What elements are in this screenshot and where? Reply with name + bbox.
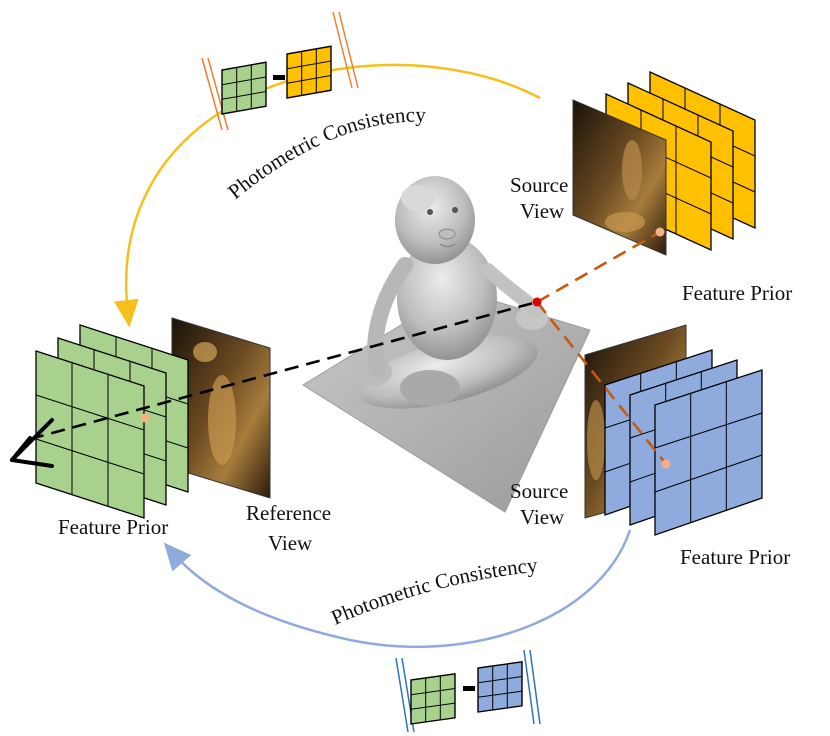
bars-left-top xyxy=(201,57,229,131)
source-view-bottom-label-1: Source xyxy=(510,479,568,503)
source-ray-bottom xyxy=(535,301,668,465)
feature-prior-top-label: Feature Prior xyxy=(682,281,792,305)
reference-view-label-2: View xyxy=(268,531,313,555)
green-patch-bottom xyxy=(410,673,456,725)
camera-frustum-icon xyxy=(10,418,54,468)
src-top-projected-point xyxy=(655,227,665,237)
source-photo-top xyxy=(572,99,667,256)
arc-bottom xyxy=(163,529,632,648)
green-plane-1 xyxy=(35,350,145,519)
source-ray-top xyxy=(536,230,661,304)
surface-point xyxy=(532,297,542,307)
center-figurine xyxy=(302,176,591,513)
bars-right-top xyxy=(332,11,359,89)
src-bottom-projected-point xyxy=(661,459,671,469)
reference-view-label-1: Reference xyxy=(246,501,331,525)
arc-bottom-label: Photometric Consistency xyxy=(328,553,539,630)
arc-bottom-text: Photometric Consistency xyxy=(328,553,539,630)
bars-right-bottom xyxy=(523,649,541,725)
feature-prior-left-label: Feature Prior xyxy=(58,515,168,539)
yellow-patch-top xyxy=(286,45,332,99)
reference-view xyxy=(35,317,271,519)
blue-patch-bottom xyxy=(477,661,523,713)
blue-plane-1 xyxy=(654,369,763,536)
minus-sign-top xyxy=(273,75,285,80)
source-view-top-label-2: View xyxy=(520,199,565,223)
figurine-render xyxy=(352,176,548,409)
source-view-top-label-1: Source xyxy=(510,173,568,197)
ref-projected-point xyxy=(140,413,150,423)
rays xyxy=(29,230,668,465)
source-view-bottom-label-2: View xyxy=(520,505,565,529)
green-patch-top xyxy=(221,61,267,115)
source-view-bottom xyxy=(584,324,763,536)
feature-prior-bottom-label: Feature Prior xyxy=(680,545,790,569)
patch-compare-top xyxy=(201,11,359,131)
reference-photo xyxy=(171,317,271,499)
arc-top-text: Photometric Consistency xyxy=(223,102,426,203)
arc-top-label: Photometric Consistency xyxy=(223,102,426,203)
arc-top xyxy=(113,63,541,328)
minus-sign-bottom xyxy=(463,686,475,691)
patch-compare-bottom xyxy=(395,649,541,733)
source-view-top xyxy=(572,70,756,256)
